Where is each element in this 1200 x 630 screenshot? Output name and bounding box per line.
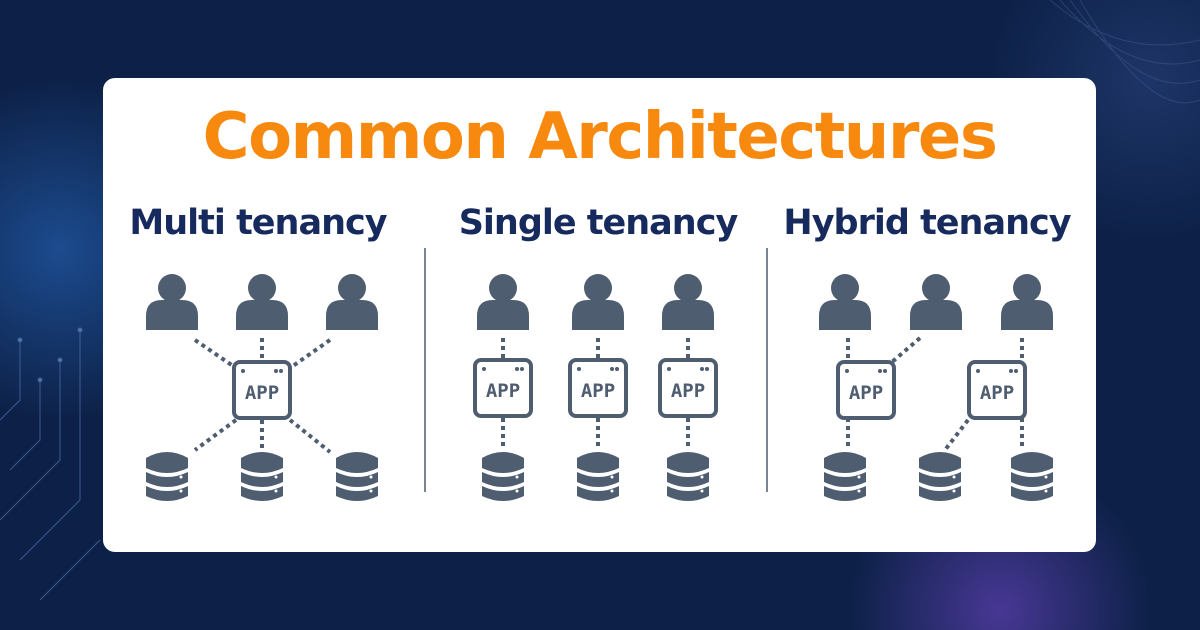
app-icon bbox=[232, 360, 292, 420]
user-icon bbox=[662, 274, 714, 330]
database-icon bbox=[824, 452, 866, 501]
user-icon bbox=[326, 274, 378, 330]
app-label: APP bbox=[980, 382, 1014, 404]
dotted-connector bbox=[943, 418, 970, 452]
dotted-connector bbox=[288, 418, 332, 454]
app-window-dot bbox=[279, 369, 283, 373]
database-icon bbox=[577, 452, 619, 501]
app-icon bbox=[658, 358, 718, 418]
app-icon bbox=[568, 358, 628, 418]
user-icon bbox=[910, 274, 962, 330]
app-label: APP bbox=[245, 382, 279, 404]
app-window-dot bbox=[878, 369, 882, 373]
heading-hybrid-tenancy: Hybrid tenancy bbox=[783, 203, 1071, 243]
app-icon bbox=[967, 360, 1027, 420]
database-icon bbox=[919, 452, 961, 501]
app-window-dot bbox=[700, 367, 704, 371]
app-label: APP bbox=[486, 380, 520, 402]
database-icon bbox=[146, 452, 188, 501]
dotted-connector bbox=[890, 336, 922, 364]
user-icon bbox=[477, 274, 529, 330]
user-icon bbox=[572, 274, 624, 330]
app-icon bbox=[836, 360, 896, 420]
user-icon bbox=[819, 274, 871, 330]
page-title: Common Architectures bbox=[202, 100, 998, 174]
app-label: APP bbox=[849, 382, 883, 404]
app-window-dot bbox=[883, 369, 887, 373]
app-window-dot bbox=[241, 369, 245, 373]
user-icon bbox=[236, 274, 288, 330]
user-icon bbox=[146, 274, 198, 330]
app-window-dot bbox=[577, 367, 581, 371]
database-icon bbox=[336, 452, 378, 501]
database-icon bbox=[667, 452, 709, 501]
app-window-dot bbox=[615, 367, 619, 371]
app-window-dot bbox=[705, 367, 709, 371]
user-icon bbox=[1001, 274, 1053, 330]
app-window-dot bbox=[1014, 369, 1018, 373]
app-window-dot bbox=[845, 369, 849, 373]
app-window-dot bbox=[515, 367, 519, 371]
database-icon bbox=[241, 452, 283, 501]
app-label: APP bbox=[581, 380, 615, 402]
app-window-dot bbox=[1009, 369, 1013, 373]
app-window-dot bbox=[482, 367, 486, 371]
dotted-connector bbox=[193, 418, 238, 452]
dotted-connector bbox=[193, 338, 238, 370]
app-window-dot bbox=[274, 369, 278, 373]
heading-multi-tenancy: Multi tenancy bbox=[129, 203, 387, 243]
app-label: APP bbox=[671, 380, 705, 402]
app-window-dot bbox=[520, 367, 524, 371]
dotted-connector bbox=[288, 338, 332, 370]
app-window-dot bbox=[610, 367, 614, 371]
heading-single-tenancy: Single tenancy bbox=[458, 203, 739, 243]
database-icon bbox=[1011, 452, 1053, 501]
app-window-dot bbox=[976, 369, 980, 373]
app-icon bbox=[473, 358, 533, 418]
database-icon bbox=[482, 452, 524, 501]
app-window-dot bbox=[667, 367, 671, 371]
